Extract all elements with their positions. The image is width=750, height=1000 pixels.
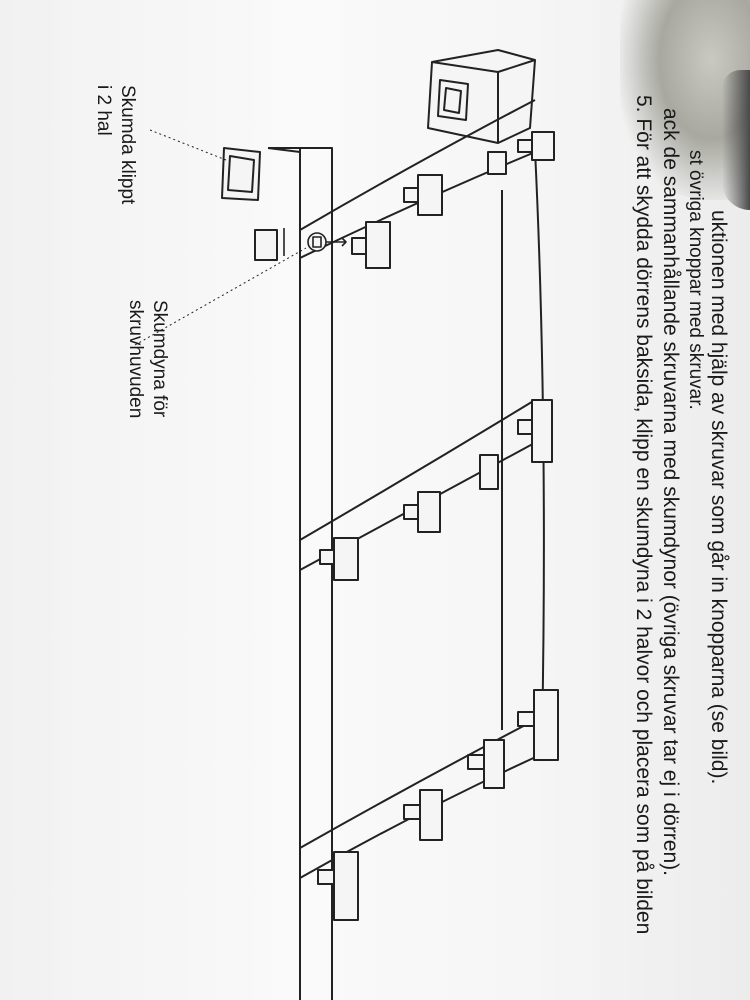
knob bbox=[403, 174, 443, 216]
knob bbox=[403, 491, 441, 533]
knob bbox=[351, 221, 391, 269]
caption-foam-cut-2: i 2 hal bbox=[93, 85, 114, 136]
door-hook-top bbox=[427, 49, 536, 144]
knob bbox=[517, 131, 555, 161]
knob bbox=[517, 689, 559, 761]
knob bbox=[487, 151, 507, 175]
caption-foam-pad-1: Skumdyna för bbox=[149, 300, 170, 418]
instruction-line-2: st övriga knoppar med skruvar. bbox=[685, 150, 706, 410]
knob bbox=[317, 851, 359, 921]
door-hook-left bbox=[221, 147, 261, 201]
knob-set bbox=[317, 131, 559, 921]
knob bbox=[403, 789, 443, 841]
screw-detail bbox=[283, 228, 347, 256]
knob bbox=[319, 537, 359, 581]
instruction-line-3: ack de sammanhållande skruvarna med skum… bbox=[659, 108, 682, 876]
caption-foam-cut-1: Skumda klippt bbox=[117, 85, 138, 205]
leader-lines bbox=[134, 129, 307, 346]
knob bbox=[479, 454, 499, 490]
caption-foam-pad-2: skruvhuvuden bbox=[125, 300, 146, 419]
knob bbox=[467, 739, 505, 789]
foam-pad-square bbox=[254, 229, 278, 261]
instruction-line-4: 5. För att skydda dörrens baksida, klipp… bbox=[632, 95, 655, 935]
instruction-line-1: uktionen med hjälp av skruvar som går in… bbox=[707, 210, 730, 785]
knob bbox=[517, 399, 553, 463]
dark-corner-shadow bbox=[722, 70, 750, 210]
